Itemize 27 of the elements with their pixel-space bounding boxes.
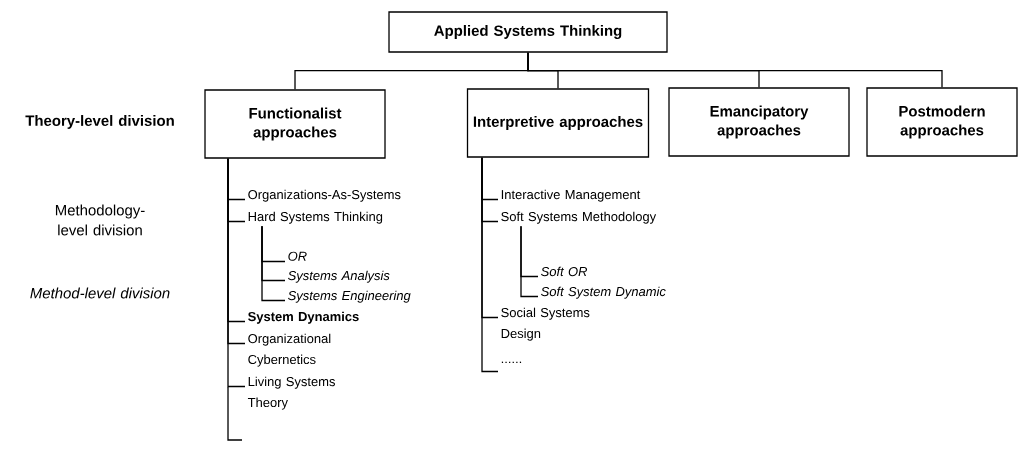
level-label: Methodology-level division (55, 204, 145, 236)
list-item: Systems Engineering (288, 290, 411, 303)
list-item: Systems Analysis (288, 270, 390, 283)
level-label: Method-level division (30, 287, 170, 299)
approach-box: Postmodern approaches (866, 87, 1018, 157)
list-item: Soft OR (541, 266, 588, 277)
approach-box: Emancipatory approaches (668, 87, 850, 157)
list-item: ...... (501, 361, 522, 364)
list-item: Living Systems Theory (247, 376, 335, 410)
list-item: System Dynamics (248, 311, 359, 324)
list-item: Organizations-As-Systems (248, 189, 401, 202)
tree-connector (520, 225, 539, 298)
approach-box: Interpretive approaches (466, 88, 650, 158)
approach-box: Functionalist approaches (204, 89, 386, 159)
list-item: Organizational Cybernetics (248, 333, 331, 367)
list-item: OR (288, 251, 307, 261)
tree-connector (227, 158, 246, 388)
list-item: Interactive Management (501, 189, 641, 202)
approach-box: Applied Systems Thinking (388, 11, 668, 53)
tree-connector (261, 225, 286, 302)
list-item: Social Systems Design (501, 307, 590, 341)
list-item: Soft System Dynamic (541, 286, 666, 299)
tree-connector (481, 157, 499, 373)
list-item: Soft Systems Methodology (501, 211, 657, 224)
level-label: Theory-level division (25, 115, 174, 129)
list-item: Hard Systems Thinking (248, 211, 383, 224)
tree-connector (527, 52, 943, 88)
